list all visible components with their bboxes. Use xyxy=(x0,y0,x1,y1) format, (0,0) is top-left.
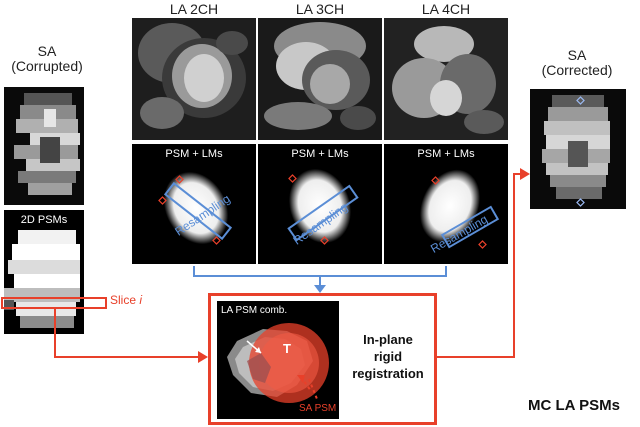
psm-lms-label-3ch: PSM + LMs xyxy=(291,148,349,160)
center-marker-glyph: T xyxy=(283,341,291,356)
sa-corrupted-title-line1: SA xyxy=(37,43,57,59)
view-title-4ch: LA 4CH xyxy=(421,1,471,17)
sa-corrupted-title: SA (Corrupted) xyxy=(2,43,92,75)
registration-text-line1: In-plane xyxy=(363,332,413,347)
registration-text: In-plane rigid registration xyxy=(345,332,431,383)
view-title-3ch: LA 3CH xyxy=(295,1,345,17)
slice-label: Slice i xyxy=(110,293,142,307)
sa-psm-label: SA PSM xyxy=(299,403,337,414)
sa-corrected-title: SA (Corrected) xyxy=(522,47,632,79)
slice-highlight-box xyxy=(1,297,107,309)
footer-title: MC LA PSMs xyxy=(528,397,620,414)
la-4ch-mri-image xyxy=(384,18,508,140)
registration-overlay-image: LA PSM comb. T SA PSM xyxy=(217,301,339,419)
psm-lms-label-4ch: PSM + LMs xyxy=(417,148,475,160)
la-4ch-psm-image: Resampling PSM + LMs xyxy=(384,144,508,264)
psm-lms-label-2ch: PSM + LMs xyxy=(165,148,223,160)
la-2ch-mri-image xyxy=(132,18,256,140)
la-2ch-psm-image: Resampling PSM + LMs xyxy=(132,144,256,264)
sa-corrupted-image xyxy=(4,87,84,205)
view-title-2ch: LA 2CH xyxy=(169,1,219,17)
slice-label-index: i xyxy=(139,293,143,307)
registration-text-line3: registration xyxy=(352,365,424,381)
registration-text-line2: rigid xyxy=(373,348,403,364)
sa-2d-psms-image: 2D PSMs xyxy=(4,210,84,334)
registration-box: LA PSM comb. T SA PSM In-plane rigid reg… xyxy=(208,293,437,425)
sa-corrected-title-line2: (Corrected) xyxy=(541,62,613,79)
psm-2d-label: 2D PSMs xyxy=(20,214,68,226)
sa-corrected-title-line1: SA xyxy=(567,47,587,63)
la-3ch-mri-image xyxy=(258,18,382,140)
sa-corrected-image xyxy=(530,89,626,209)
sa-corrupted-title-line2: (Corrupted) xyxy=(11,58,83,75)
la-psm-comb-label: LA PSM comb. xyxy=(221,305,288,316)
la-3ch-psm-image: Resampling PSM + LMs xyxy=(258,144,382,264)
slice-label-prefix: Slice xyxy=(110,293,140,307)
